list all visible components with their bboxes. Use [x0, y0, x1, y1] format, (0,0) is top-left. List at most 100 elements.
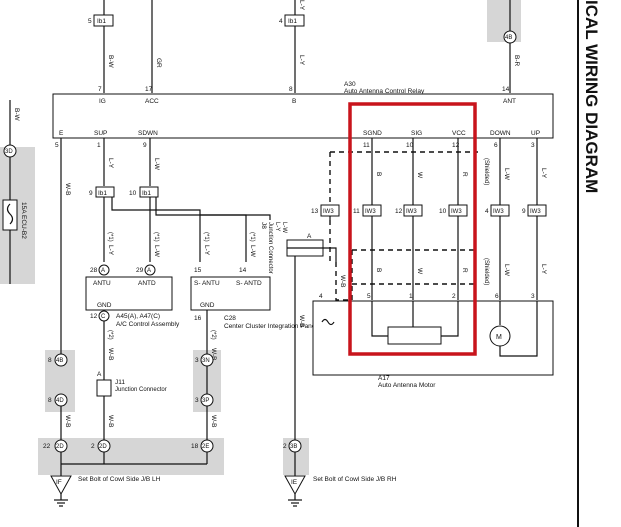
connector-ib1-9 [95, 186, 115, 198]
ground-rh-label: Set Bolt of Cowl Side J/B RH [313, 476, 397, 483]
svg-text:Ib1: Ib1 [142, 190, 151, 197]
svg-text:L-Y: L-Y [203, 245, 210, 256]
svg-text:L-Y: L-Y [107, 158, 114, 169]
svg-text:18: 18 [191, 443, 199, 450]
svg-text:SGND: SGND [363, 130, 382, 137]
connector-ib1-top-left [93, 14, 114, 27]
svg-text:29: 29 [136, 267, 144, 274]
highlight-box [348, 102, 477, 356]
svg-text:IW3: IW3 [493, 209, 504, 215]
svg-text:11: 11 [353, 208, 360, 215]
svg-text:3B: 3B [290, 444, 297, 450]
svg-text:4B: 4B [56, 358, 63, 364]
svg-text:17: 17 [145, 86, 153, 93]
svg-text:B: B [292, 98, 296, 105]
svg-text:9: 9 [89, 190, 93, 197]
connector-3p [200, 393, 214, 407]
page-title: ICAL WIRING DIAGRAM [582, 0, 601, 193]
svg-text:L-Y: L-Y [540, 168, 547, 179]
svg-text:IF: IF [56, 479, 62, 486]
gray-shade-bottom-row [38, 438, 224, 475]
a17-id: A17 [378, 375, 390, 382]
svg-text:8: 8 [289, 86, 293, 93]
svg-text:M: M [496, 334, 502, 341]
svg-text:4: 4 [279, 18, 283, 25]
svg-text:W-B: W-B [64, 415, 71, 428]
svg-text:IE: IE [291, 479, 298, 486]
svg-text:W-B: W-B [210, 348, 217, 361]
connector-4b-bl [54, 353, 68, 367]
svg-text:GND: GND [200, 302, 215, 309]
svg-text:3D: 3D [5, 149, 13, 155]
a45-pin-a-28 [98, 264, 110, 276]
svg-text:3N: 3N [202, 358, 210, 364]
svg-text:L-Y: L-Y [298, 0, 305, 11]
svg-text:S- ANTU: S- ANTU [194, 280, 220, 287]
svg-text:W: W [416, 268, 423, 275]
svg-text:4B: 4B [505, 35, 512, 41]
svg-text:2D: 2D [56, 444, 64, 450]
svg-text:ANTD: ANTD [138, 280, 156, 287]
svg-text:IW3: IW3 [530, 209, 541, 215]
svg-text:A: A [147, 268, 151, 274]
a45-id: A45(A), A47(C) [116, 313, 160, 320]
svg-text:3: 3 [195, 397, 199, 404]
svg-text:L-Y: L-Y [107, 245, 114, 256]
svg-text:R: R [461, 172, 468, 177]
svg-text:3: 3 [531, 142, 535, 149]
svg-text:L-W: L-W [503, 168, 510, 181]
svg-text:R: R [461, 268, 468, 273]
svg-text:16: 16 [194, 315, 202, 322]
svg-text:3: 3 [195, 357, 199, 364]
j11-id: J11 [115, 379, 125, 386]
svg-text:IG: IG [99, 98, 106, 105]
svg-text:S- ANTD: S- ANTD [236, 280, 262, 287]
svg-text:B: B [375, 172, 382, 176]
svg-text:W-B: W-B [64, 183, 71, 196]
svg-text:4: 4 [485, 208, 489, 215]
connector-ib1-10 [139, 186, 159, 198]
svg-text:2E: 2E [202, 444, 209, 450]
svg-text:10: 10 [439, 208, 447, 215]
svg-text:3P: 3P [202, 398, 209, 404]
svg-text:DOWN: DOWN [490, 130, 511, 137]
svg-text:12: 12 [90, 313, 98, 320]
svg-text:8: 8 [48, 357, 52, 364]
svg-text:L-W: L-W [153, 158, 160, 171]
svg-text:L-Y: L-Y [274, 222, 280, 231]
svg-text:W-B: W-B [107, 415, 114, 428]
svg-text:12: 12 [395, 208, 403, 215]
svg-text:IW3: IW3 [451, 209, 462, 215]
connector-3n [200, 353, 214, 367]
svg-text:2: 2 [91, 443, 95, 450]
svg-text:8: 8 [48, 397, 52, 404]
svg-text:B-R: B-R [513, 55, 520, 67]
svg-text:9: 9 [522, 208, 526, 215]
j8-id: J8 [260, 222, 267, 229]
svg-text:Ib1: Ib1 [288, 18, 297, 25]
a45-box [85, 276, 173, 311]
svg-text:A: A [97, 371, 102, 378]
svg-text:11: 11 [363, 142, 370, 149]
c28-box [190, 276, 271, 311]
j8-name: Junction Connector [267, 222, 273, 274]
ground-rh [284, 475, 306, 496]
svg-text:VCC: VCC [452, 130, 466, 137]
svg-text:(Shielded): (Shielded) [483, 158, 489, 185]
svg-text:(Shielded): (Shielded) [483, 258, 489, 285]
svg-text:1: 1 [97, 142, 101, 149]
c28-name: Center Cluster Integration Panel [224, 323, 317, 330]
svg-text:E: E [59, 130, 64, 137]
svg-text:GND: GND [97, 302, 112, 309]
ground-lh [50, 475, 72, 496]
svg-text:ACC: ACC [145, 98, 159, 105]
svg-text:B-W: B-W [107, 55, 114, 69]
svg-text:7: 7 [98, 86, 102, 93]
svg-text:SDWN: SDWN [138, 130, 158, 137]
svg-text:W-B: W-B [298, 315, 305, 328]
a45-name: A/C Control Assembly [116, 321, 180, 328]
svg-text:L-W: L-W [249, 245, 256, 258]
svg-text:L-W: L-W [503, 264, 510, 277]
svg-text:L-W: L-W [281, 222, 287, 233]
